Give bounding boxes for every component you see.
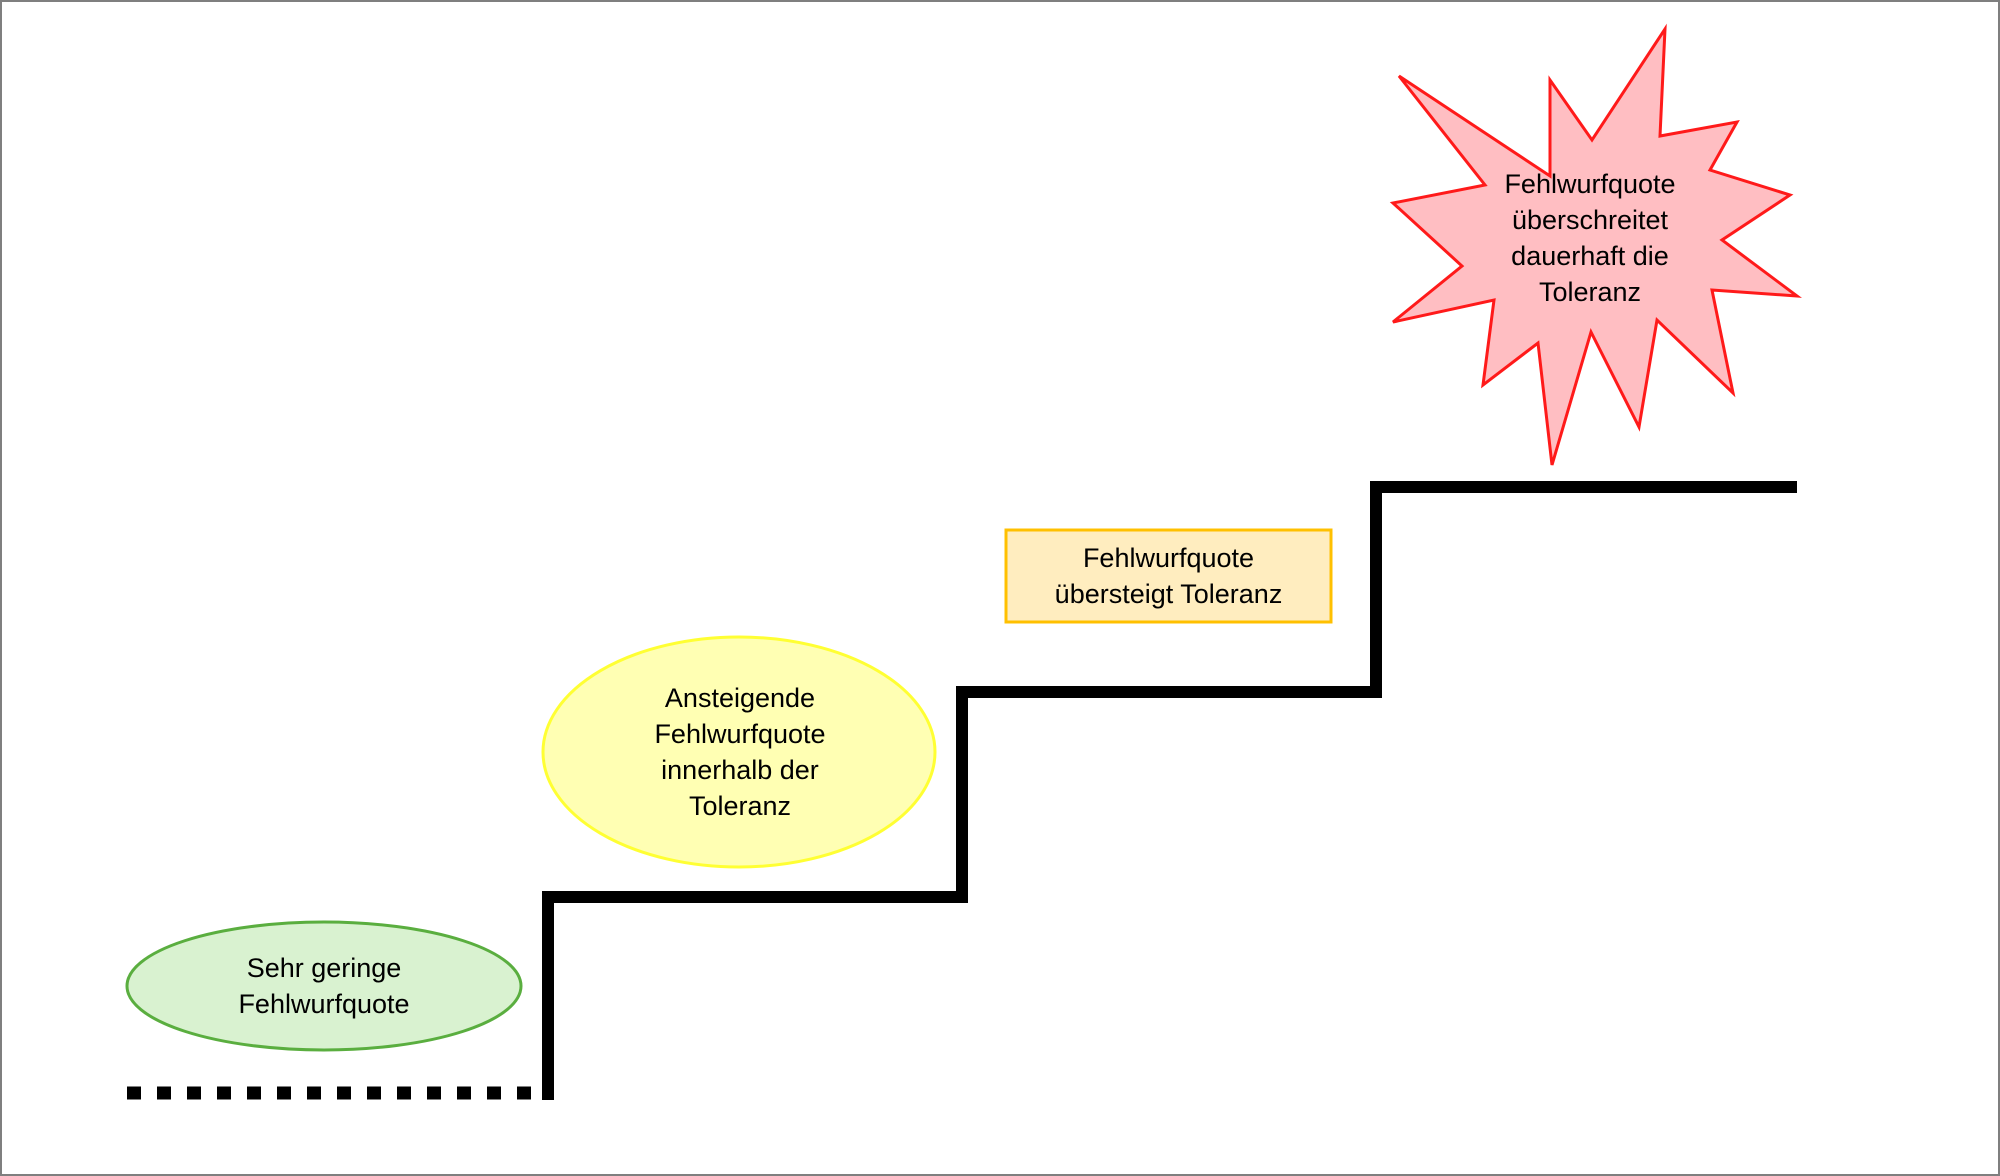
stage-2-label: Ansteigende Fehlwurfquote innerhalb der …	[654, 683, 826, 821]
stage-1-label: Sehr geringe Fehlwurfquote	[238, 953, 410, 1019]
staircase-line	[542, 481, 1797, 1100]
stage-3-label: Fehlwurfquote übersteigt Toleranz	[1054, 543, 1283, 609]
stage-2-ellipse	[541, 635, 937, 869]
stage-4-label: Fehlwurfquote überschreitet dauerhaft di…	[1504, 169, 1676, 307]
stage-3-box	[1004, 528, 1333, 624]
stage-1-ellipse	[125, 920, 523, 1052]
stage-4-explosion	[1389, 23, 1802, 466]
